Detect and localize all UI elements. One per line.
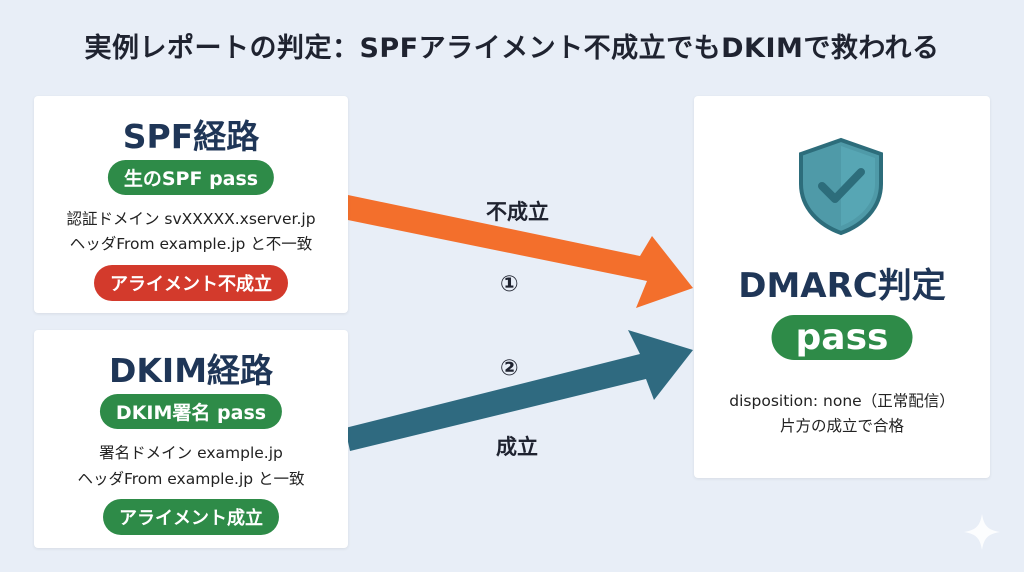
diagram-title: 実例レポートの判定：SPFアライメント不成立でもDKIMで救われる [84,33,940,64]
spf-alignment-badge: アライメント不成立 [94,265,288,301]
spf-arrow [343,195,693,308]
dkim-alignment-badge: アライメント成立 [103,499,279,535]
dkim-arrow [345,330,693,451]
dmarc-heading: DMARC判定 [738,266,946,306]
dmarc-card: DMARC判定 pass disposition: none（正常配信） 片方の… [694,96,990,478]
dkim-detail-line2: ヘッダFrom example.jp と一致 [77,470,305,488]
dkim-detail-line1: 署名ドメイン example.jp [99,444,283,462]
dmarc-note: 片方の成立で合格 [779,417,904,435]
spf-detail-line1: 認証ドメイン svXXXXX.xserver.jp [66,210,316,228]
dkim-heading: DKIM経路 [108,351,274,390]
sparkle-icon [964,514,1000,550]
spf-raw-result-badge: 生のSPF pass [107,160,275,195]
spf-heading: SPF経路 [122,117,260,156]
dmarc-result-badge: pass [771,315,913,360]
dkim-raw-result-badge: DKIM署名 pass [99,394,283,429]
spf-detail-line2: ヘッダFrom example.jp と不一致 [69,235,313,253]
dmarc-disposition: disposition: none（正常配信） [729,392,955,410]
dkim-arrow-label: 成立 [496,435,538,459]
dkim-arrow-number: ② [500,356,519,381]
spf-arrow-label: 不成立 [486,200,549,224]
dkim-card: DKIM経路 DKIM署名 pass 署名ドメイン example.jp ヘッダ… [34,330,348,548]
spf-card: SPF経路 生のSPF pass 認証ドメイン svXXXXX.xserver.… [34,96,348,313]
spf-arrow-number: ① [500,272,519,297]
shield-check-icon [799,137,883,236]
